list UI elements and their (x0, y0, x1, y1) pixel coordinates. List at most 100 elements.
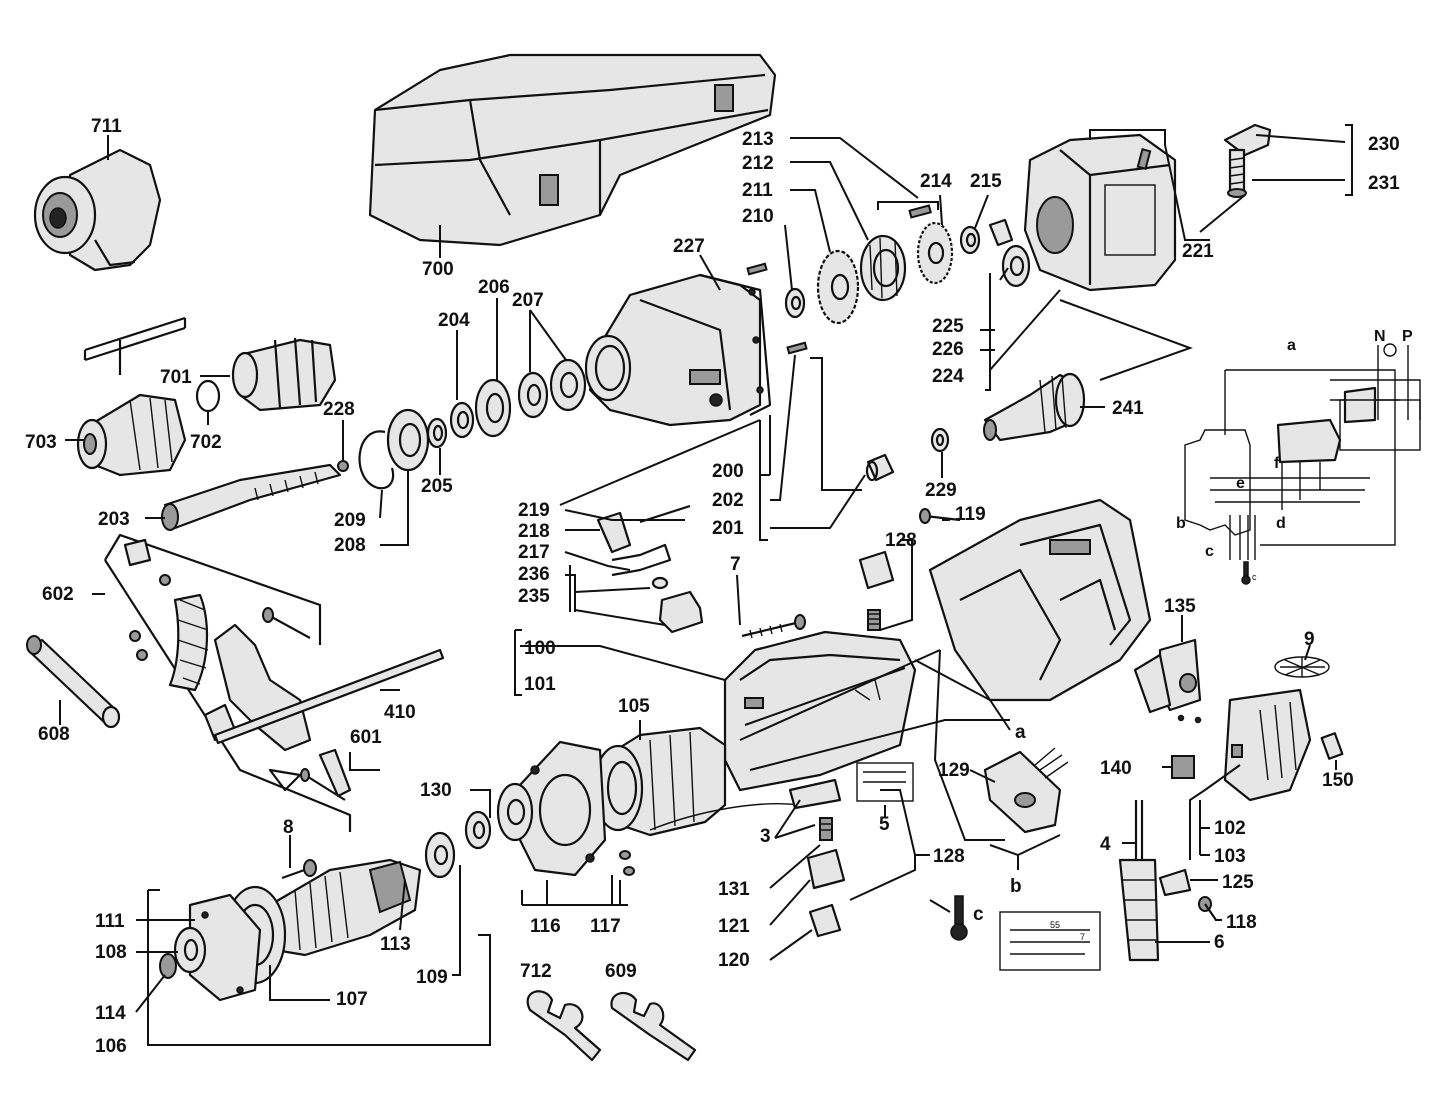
leader-lines (59, 124, 1353, 1046)
part-120-brush-cap (808, 903, 842, 938)
part-8-screw (281, 859, 317, 880)
label-224: 224 (932, 366, 964, 387)
label-118: 118 (1226, 912, 1257, 933)
label-225: 225 (932, 316, 964, 337)
part-128-brush-holder (858, 550, 895, 631)
label-209: 209 (334, 510, 366, 531)
label-125: 125 (1222, 872, 1254, 893)
part-214-gear-with-key (908, 204, 954, 285)
label-201: 201 (712, 518, 744, 539)
label-703: 703 (25, 432, 57, 453)
label-129: 129 (938, 760, 970, 781)
label-215: 215 (970, 171, 1002, 192)
label-b: b (1010, 876, 1022, 897)
part-711-angle-attachment (33, 148, 162, 272)
wire-label-c: c (1205, 543, 1214, 560)
part-230-231-selector-knob (1223, 123, 1272, 198)
part-202-key (786, 341, 808, 355)
label-608: 608 (38, 724, 70, 745)
label-7: 7 (730, 554, 741, 575)
part-215-bushing (988, 218, 1014, 247)
wire-label-d: d (1276, 515, 1286, 532)
label-117: 117 (590, 916, 621, 937)
part-9-label-star (1274, 656, 1330, 678)
dimension-box: 55 7 (999, 911, 1101, 971)
label-140: 140 (1100, 758, 1132, 779)
label-218: 218 (518, 521, 550, 542)
label-206: 206 (478, 277, 510, 298)
part-208-bearing (386, 408, 430, 472)
wire-label-a: a (1287, 337, 1296, 354)
label-106: 106 (95, 1036, 127, 1057)
dim-7-label: 7 (1080, 932, 1085, 942)
part-203-spindle (161, 463, 342, 531)
part-608-extension-tube (26, 635, 121, 729)
part-228-ball (337, 460, 349, 472)
label-226: 226 (932, 339, 964, 360)
wire-label-p: P (1402, 328, 1413, 345)
part-410-depth-rod (213, 648, 445, 745)
label-712: 712 (520, 961, 552, 982)
label-203: 203 (98, 509, 130, 530)
label-207: 207 (512, 290, 544, 311)
part-117-terminals (619, 850, 635, 876)
wire-label-e: e (1236, 475, 1245, 492)
part-102-handle-cover (1223, 688, 1312, 802)
dim-55-label: 55 (1050, 920, 1060, 930)
label-105: 105 (618, 696, 650, 717)
label-212: 212 (742, 153, 774, 174)
part-119-screw (919, 508, 961, 524)
label-108: 108 (95, 942, 127, 963)
label-236: 236 (518, 564, 550, 585)
part-100-motor-housing (723, 630, 917, 792)
label-135: 135 (1164, 596, 1196, 617)
part-227-gear-housing (584, 273, 772, 427)
part-131-carbon-brush (819, 817, 833, 841)
part-135-electronic-module (1133, 638, 1202, 714)
label-221: 221 (1182, 241, 1214, 262)
part-219-218-217-clamp (596, 504, 691, 577)
part-703-keyed-chuck (76, 316, 187, 477)
part-number-labels: 711 700 701 702 703 228 204 206 207 227 … (25, 116, 1400, 1057)
label-701: 701 (160, 367, 192, 388)
label-100: 100 (524, 638, 556, 659)
label-208: 208 (334, 535, 366, 556)
label-219: 219 (518, 500, 550, 521)
label-128-bottom: 128 (933, 846, 965, 867)
label-235: 235 (518, 586, 550, 607)
label-700: 700 (422, 259, 454, 280)
part-225-226-bearing (1001, 244, 1031, 288)
part-130-bearing (496, 782, 534, 842)
part-701-chuck-adapter (231, 337, 337, 412)
label-102: 102 (1214, 818, 1246, 839)
part-702-o-ring (195, 379, 221, 413)
wire-label-n: N (1374, 328, 1386, 345)
part-129-switch (983, 747, 1069, 834)
thermometer-c-symbol (950, 895, 968, 941)
label-114: 114 (95, 1003, 126, 1024)
label-c: c (973, 904, 984, 925)
label-210: 210 (742, 206, 774, 227)
part-108-bearing (173, 926, 207, 974)
part-111-fan-plate (188, 893, 262, 1002)
part-201-bushing (865, 453, 895, 482)
label-119: 119 (955, 504, 986, 525)
part-204-washer (449, 401, 475, 439)
label-6: 6 (1214, 932, 1225, 953)
part-229-washer (930, 427, 950, 453)
label-5: 5 (879, 814, 890, 835)
part-handle-housing (928, 498, 1152, 702)
label-217: 217 (518, 542, 550, 563)
label-609: 609 (605, 961, 637, 982)
label-214: 214 (920, 171, 952, 192)
wire-label-f: f (1274, 455, 1280, 472)
label-8: 8 (283, 817, 294, 838)
label-211: 211 (742, 180, 773, 201)
part-130-washer (464, 810, 492, 850)
label-101: 101 (524, 674, 556, 695)
label-200: 200 (712, 461, 744, 482)
label-131: 131 (718, 879, 750, 900)
part-125-clamp (1158, 868, 1192, 897)
part-4-cable (1134, 800, 1144, 860)
part-236-235-slider (651, 576, 704, 634)
